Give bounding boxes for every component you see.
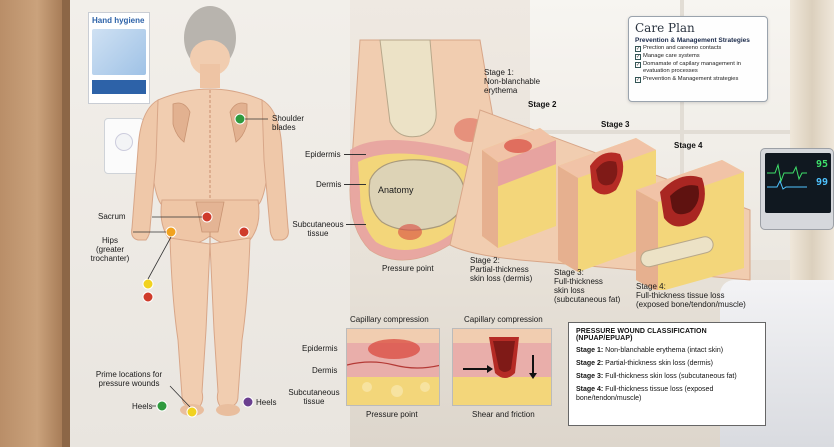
label-shoulder-blades: Shoulder blades: [272, 114, 305, 132]
heel-marker-yellow: [186, 406, 198, 418]
care-plan-title: Care Plan: [635, 21, 695, 35]
label-stage4-desc: Stage 4: Full-thickness tissue loss (exp…: [636, 282, 746, 309]
door-frame: [0, 0, 62, 447]
label-stage3-desc: Stage 3: Full-thickness skin loss (subcu…: [554, 268, 621, 304]
poster-illustration: [92, 29, 146, 75]
poster-title: Hand hygiene: [92, 16, 145, 25]
label-stage1: Stage 1: Non-blanchable erythema: [484, 68, 541, 95]
patient-figure: [118, 0, 308, 430]
door-edge: [62, 0, 70, 447]
heel-marker-purple: [242, 396, 254, 408]
label-stage2-title: Stage 2: [528, 100, 557, 109]
classification-row: Stage 3: Full-thickness skin loss (subcu…: [576, 373, 737, 380]
cap-label-epidermis: Epidermis: [302, 344, 338, 353]
care-plan-item: ✓Manage care systems: [635, 53, 700, 60]
cap-label-subcutaneous: Subcutaneous tissue: [288, 388, 340, 406]
label-subcutaneous: Subcutaneous tissue: [292, 220, 344, 238]
classification-row: Stage 4: Full-thickness tissue loss (exp…: [576, 386, 714, 402]
label-stage4-title: Stage 4: [674, 141, 703, 150]
classification-title: PRESSURE WOUND CLASSIFICATION (NPUAP/EPU…: [576, 328, 707, 342]
poster-band: [92, 80, 146, 94]
shoulder-marker: [234, 113, 246, 125]
stage2-block: [482, 128, 556, 248]
care-plan-card: Care Plan Prevention & Management Strate…: [628, 16, 768, 102]
cap-label-dermis: Dermis: [312, 366, 338, 375]
label-stage2-desc: Stage 2: Partial-thickness skin loss (de…: [470, 256, 533, 283]
classification-row: Stage 2: Partial-thickness skin loss (de…: [576, 360, 713, 367]
capillary-title-left: Capillary compression: [350, 315, 429, 324]
label-pressure-point: Pressure point: [382, 264, 434, 273]
stage4-block: [636, 160, 744, 290]
heel-marker-green: [156, 400, 168, 412]
hip-marker-right: [238, 226, 250, 238]
hip-marker-red: [142, 291, 154, 303]
hip-marker-yellow: [142, 278, 154, 290]
label-prime-locations: Prime locations for pressure wounds: [95, 370, 163, 388]
foot-cross-section: [349, 39, 751, 290]
capillary-panel-pressure: [346, 328, 440, 406]
capillary-title-right: Capillary compression: [464, 315, 543, 324]
label-sacrum: Sacrum: [98, 212, 126, 221]
checkbox-icon: ✓: [635, 76, 641, 83]
care-plan-subtitle: Prevention & Management Strategies: [635, 37, 750, 44]
monitor-screen: 95 99: [765, 153, 831, 213]
label-anatomy: Anatomy: [378, 185, 414, 195]
label-stage3-title: Stage 3: [601, 120, 630, 129]
stage3-block: [558, 138, 656, 272]
hip-marker-left: [165, 226, 177, 238]
label-dermis: Dermis: [316, 180, 342, 189]
checkbox-icon: ✓: [635, 53, 641, 60]
label-epidermis: Epidermis: [305, 150, 341, 159]
sacrum-marker: [201, 211, 213, 223]
care-plan-item: ✓Prevention & Management strategies: [635, 76, 739, 83]
patient-monitor: 95 99: [760, 148, 834, 230]
classification-box: PRESSURE WOUND CLASSIFICATION (NPUAP/EPU…: [568, 322, 766, 426]
care-plan-item: ✓Prection and careeno contacts: [635, 45, 722, 52]
cap-caption-pressure: Pressure point: [366, 410, 418, 419]
label-heels-left: Heels: [132, 402, 153, 411]
capillary-panel-shear: [452, 328, 552, 406]
monitor-value-2: 99: [815, 177, 828, 188]
label-hips: Hips (greater trochanter): [90, 236, 130, 263]
cap-caption-shear: Shear and friction: [472, 410, 535, 419]
care-plan-item: ✓Domamate of capilary management in evat…: [635, 61, 741, 74]
label-heels-right: Heels: [256, 398, 277, 407]
checkbox-icon: ✓: [635, 61, 641, 68]
monitor-value-1: 95: [815, 159, 828, 170]
hand-hygiene-poster: Hand hygiene: [88, 12, 150, 104]
checkbox-icon: ✓: [635, 45, 641, 52]
classification-row: Stage 1: Non-blanchable erythema (intact…: [576, 347, 724, 354]
